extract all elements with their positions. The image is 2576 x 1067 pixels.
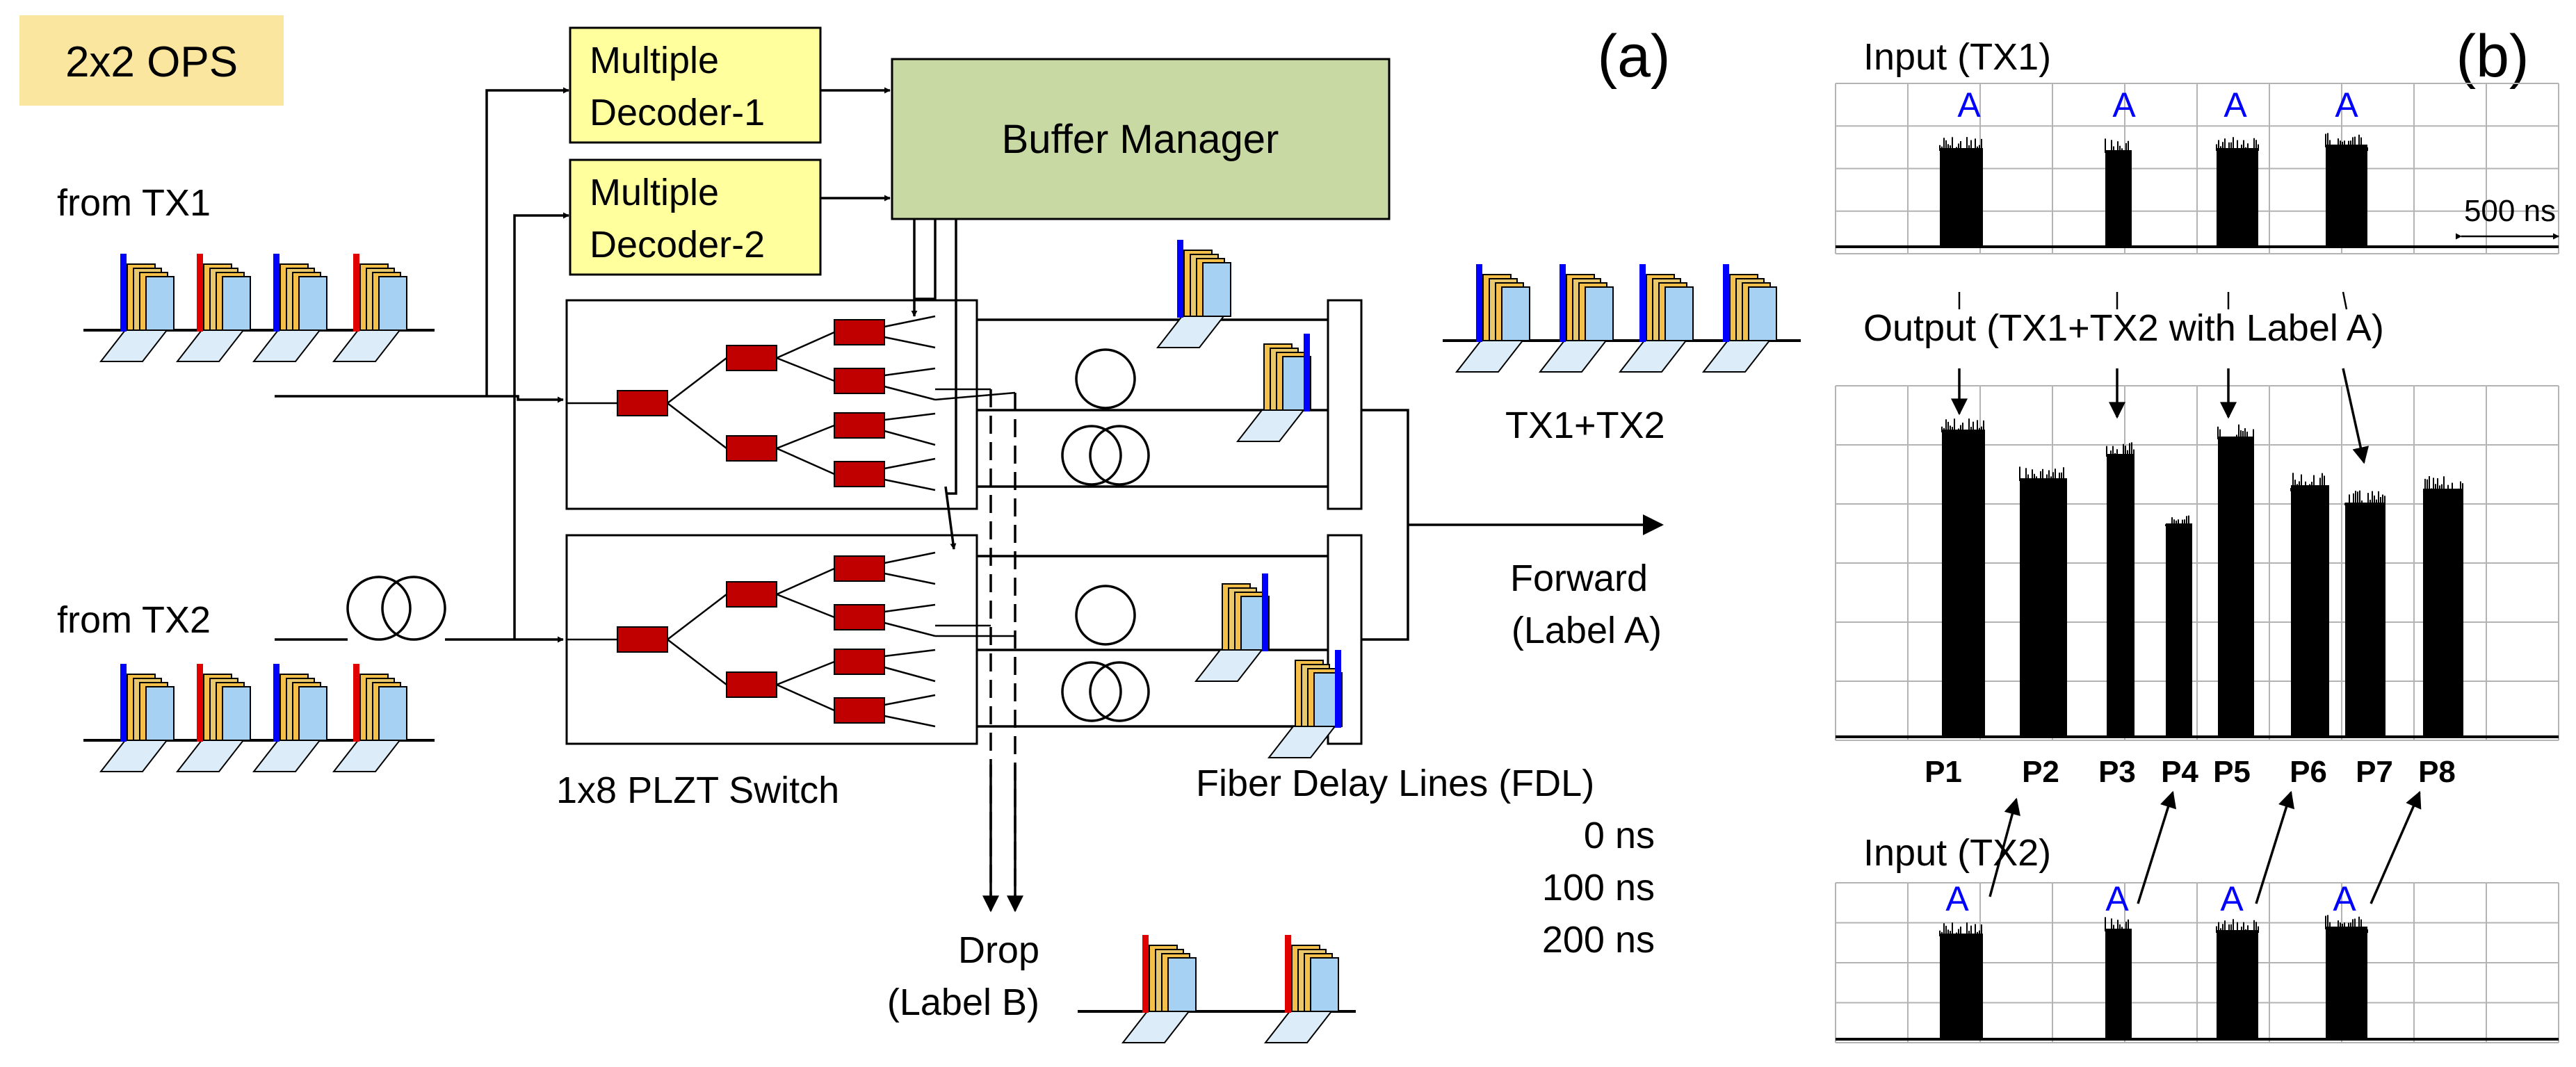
decoder-2-line1: Multiple	[590, 172, 719, 213]
drop-label: Drop	[958, 929, 1039, 971]
tx2-label-a-4: A	[2333, 879, 2356, 918]
trace-burst	[2019, 466, 2067, 737]
from-tx2-label: from TX2	[57, 599, 211, 641]
drop-sublabel: (Label B)	[887, 982, 1039, 1023]
fdl-packet-3	[1194, 573, 1270, 682]
trace-burst	[2344, 490, 2385, 737]
decoder-2: Multiple Decoder-2	[569, 158, 822, 276]
panel-b: (b) Input (TX1) Output (TX1+TX2 with Lab…	[1835, 23, 2559, 1043]
tx1-label-a-4: A	[2335, 85, 2358, 124]
tx1-packet-3	[252, 254, 327, 362]
packet-p8: P8	[2418, 755, 2456, 789]
combined-packet-1	[1455, 264, 1530, 373]
forward-label: Forward	[1510, 557, 1648, 599]
fdl-delay-0: 0 ns	[1584, 815, 1655, 856]
tx2-packet-1	[99, 664, 175, 772]
tx2-packet-3	[252, 664, 327, 772]
trace-burst	[2105, 917, 2132, 1039]
buffer-manager: Buffer Manager	[891, 58, 1391, 220]
combined-label: TX1+TX2	[1505, 405, 1665, 446]
trace-burst	[2325, 133, 2368, 247]
trace-burst	[2290, 473, 2329, 737]
packet-p7: P7	[2356, 755, 2393, 789]
tx2-label-a-3: A	[2220, 879, 2244, 918]
title-tag-box	[19, 15, 284, 106]
fdl-packet-1	[1156, 240, 1231, 348]
panel-a-label: (a)	[1597, 23, 1670, 90]
trace-burst	[2325, 915, 2368, 1039]
decoder-1-line2: Decoder-1	[590, 92, 765, 133]
combined-packet-3	[1618, 264, 1694, 373]
from-tx1-label: from TX1	[57, 182, 211, 224]
buffer-manager-label: Buffer Manager	[1002, 117, 1279, 162]
trace-burst	[1939, 137, 1983, 247]
combined-packet-4	[1701, 264, 1777, 373]
tx2-fiber-coil	[346, 576, 446, 641]
fdl-delay-2: 200 ns	[1542, 919, 1655, 961]
packet-p4: P4	[2161, 755, 2198, 789]
fdl-packet-2	[1236, 334, 1311, 442]
tx2-label-a-1: A	[1945, 879, 1969, 918]
input-tx2-trace	[1835, 882, 2559, 1043]
output-title: Output (TX1+TX2 with Label A)	[1863, 307, 2384, 349]
decoder-2-line2: Decoder-2	[590, 224, 765, 266]
trace-burst	[2105, 138, 2132, 247]
tx1-label-a-1: A	[1957, 85, 1981, 124]
decoder-1: Multiple Decoder-1	[569, 26, 822, 144]
tx2-packet-2	[175, 664, 251, 772]
title-tag: 2x2 OPS	[65, 38, 238, 86]
tx1-packet-2	[175, 254, 251, 362]
tx2-label-a-2: A	[2105, 879, 2129, 918]
tx1-label-a-3: A	[2223, 85, 2247, 124]
packet-p3: P3	[2098, 755, 2136, 789]
packet-icons	[99, 240, 1777, 1043]
switch-1	[565, 299, 978, 510]
trace-burst	[1939, 922, 1983, 1039]
input-tx1-trace	[1835, 83, 2559, 254]
forward-sublabel: (Label A)	[1512, 610, 1662, 651]
trace-burst	[2217, 424, 2254, 737]
trace-burst	[2216, 137, 2259, 247]
switch-2	[565, 534, 978, 745]
fdl-packet-4	[1267, 650, 1343, 758]
trace-burst	[2422, 476, 2463, 737]
packet-p2: P2	[2022, 755, 2059, 789]
packet-p5: P5	[2213, 755, 2251, 789]
drop-packet-1	[1121, 935, 1197, 1043]
trace-burst	[1941, 418, 1985, 737]
panel-a: 2x2 OPS (a) Multiple Decoder-1 Multiple …	[19, 15, 1801, 1043]
fdl-delay-1: 100 ns	[1542, 867, 1655, 909]
scale-label: 500 ns	[2464, 194, 2556, 228]
decoder-1-line1: Multiple	[590, 40, 719, 81]
packet-p1: P1	[1925, 755, 1962, 789]
tx1-packet-1	[99, 254, 175, 362]
trace-burst	[2165, 515, 2192, 737]
tx1-packet-4	[332, 254, 407, 362]
trace-burst	[2106, 442, 2134, 737]
combined-packet-2	[1538, 264, 1614, 373]
input-tx2-title: Input (TX2)	[1863, 832, 2051, 874]
input-tx1-title: Input (TX1)	[1863, 36, 2051, 78]
trace-burst	[2216, 919, 2259, 1039]
fdl-label: Fiber Delay Lines (FDL)	[1196, 763, 1594, 804]
tx2-packet-4	[332, 664, 407, 772]
switch-label: 1x8 PLZT Switch	[556, 769, 839, 811]
tx1-label-a-2: A	[2112, 85, 2136, 124]
drop-packet-2	[1263, 935, 1339, 1043]
packet-p6: P6	[2290, 755, 2327, 789]
panel-b-label: (b)	[2456, 23, 2529, 90]
output-trace	[1835, 385, 2559, 741]
